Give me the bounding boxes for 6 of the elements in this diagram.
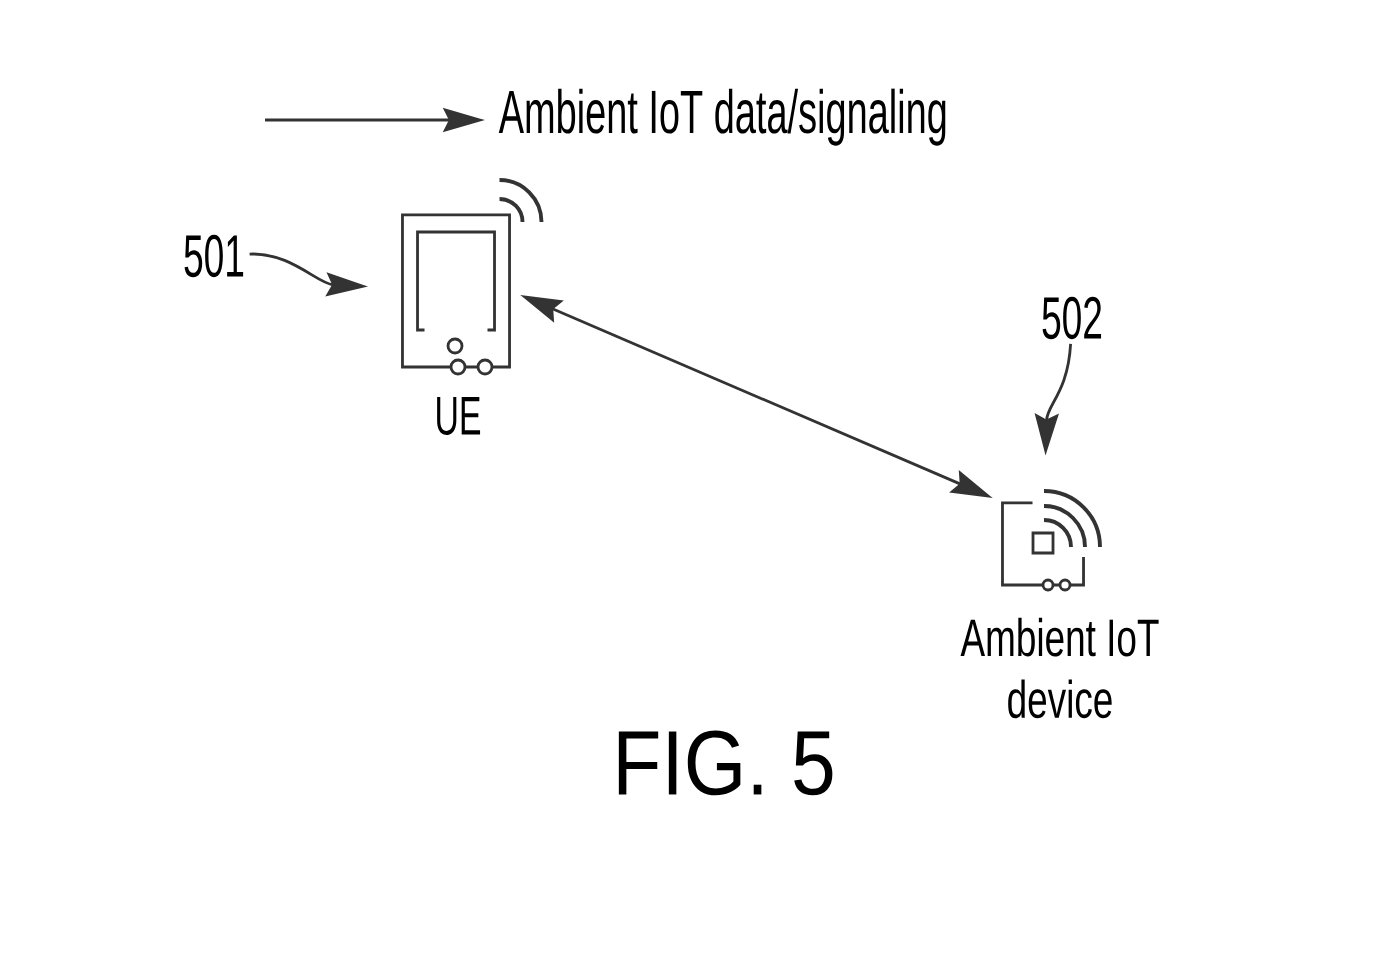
node-label: Ambient IoT device xyxy=(960,617,1159,719)
reference-number: 502 xyxy=(1042,296,1102,340)
legend-text: Ambient IoT data/signaling xyxy=(498,88,946,146)
reference-number: 501 xyxy=(184,234,244,278)
node-label: UE xyxy=(437,397,481,436)
figure-caption: FIG. 5 xyxy=(618,730,833,796)
